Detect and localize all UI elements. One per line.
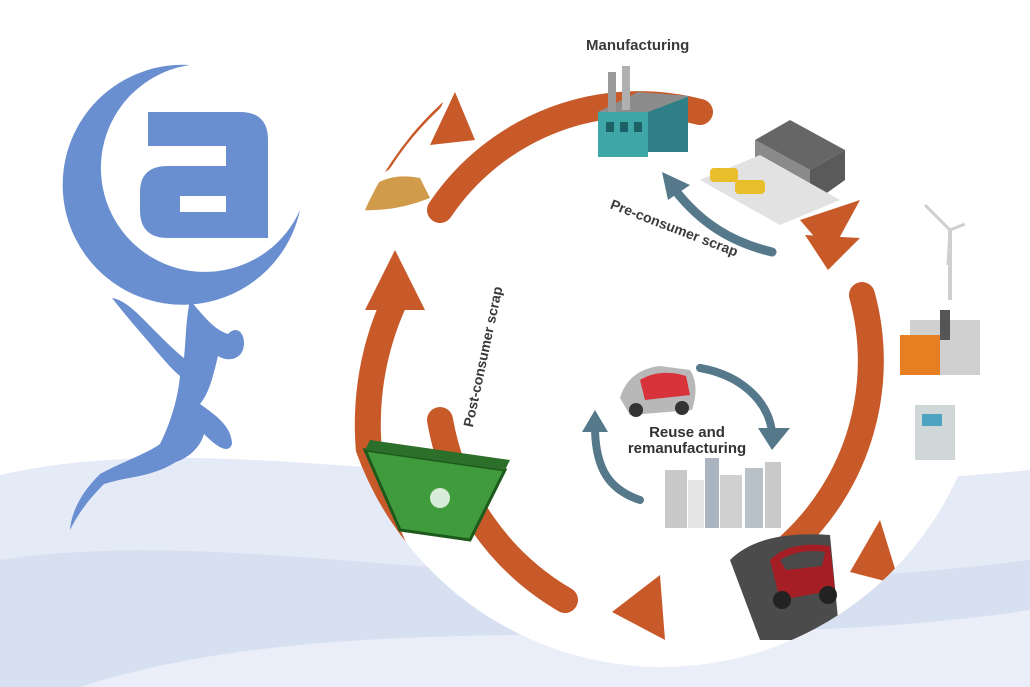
red-car-illustration bbox=[620, 366, 696, 417]
reuse-arrows bbox=[591, 364, 776, 504]
company-logo bbox=[62, 64, 301, 530]
road-car-illustration bbox=[730, 534, 840, 640]
logo-ring bbox=[62, 64, 301, 305]
manufacturing-label: Manufacturing bbox=[586, 37, 690, 54]
loop-arc-right bbox=[777, 282, 884, 558]
logo-letter-a bbox=[140, 112, 268, 238]
reuse-label: Reuse and remanufacturing bbox=[612, 425, 762, 457]
city-buildings-illustration bbox=[665, 458, 781, 528]
arrowhead-upper-left bbox=[430, 92, 475, 145]
loop-arc-bottom bbox=[427, 407, 578, 613]
loop-arrowheads bbox=[365, 92, 900, 640]
logo-figure bbox=[70, 298, 245, 530]
dumpster-illustration bbox=[362, 440, 510, 542]
arrowhead-bottom-left bbox=[612, 575, 665, 640]
energy-illustrations bbox=[900, 203, 980, 460]
pre-consumer-arrow bbox=[670, 185, 777, 257]
arrowhead-right bbox=[800, 200, 860, 255]
warehouse-illustration bbox=[700, 120, 845, 225]
arrowhead-far-right bbox=[850, 520, 900, 585]
factory-illustration bbox=[598, 66, 690, 157]
arrowhead-left-up bbox=[365, 250, 425, 310]
reuse-label-line2: remanufacturing bbox=[627, 440, 747, 457]
reuse-label-line1: Reuse and bbox=[649, 424, 725, 441]
